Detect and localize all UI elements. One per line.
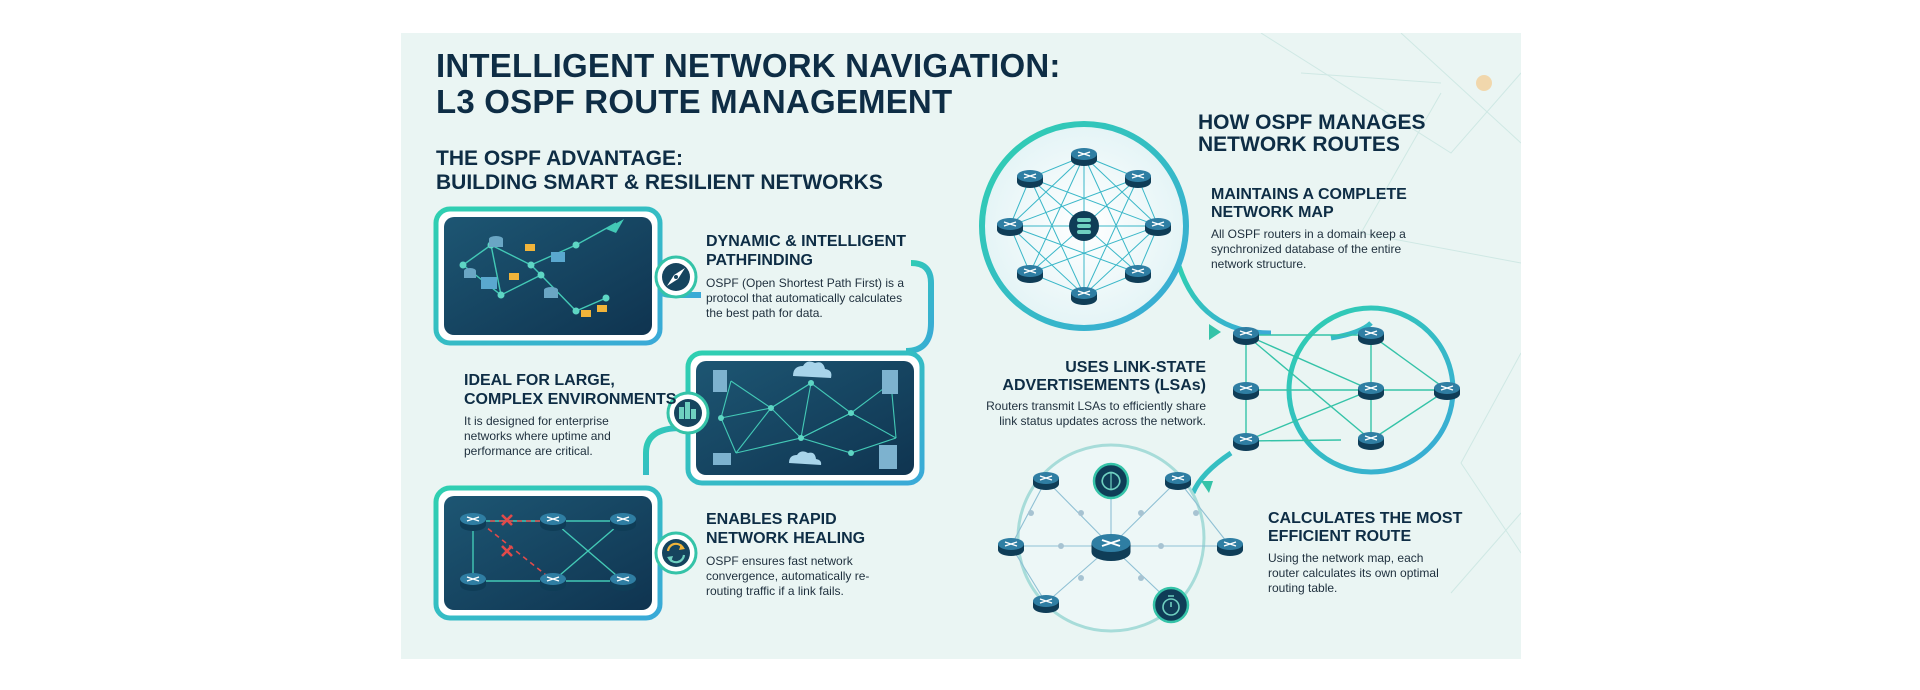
background-lines	[1260, 33, 1521, 594]
step-lsa-body: Routers transmit LSAs to efficiently sha…	[986, 399, 1206, 428]
refresh-icon-badge	[654, 531, 698, 575]
step-route-body: Using the network map, each router calcu…	[1268, 551, 1439, 595]
item-enterprise-title-line1: IDEAL FOR LARGE,	[464, 372, 615, 389]
step-lsa-title-line1: USES LINK-STATE	[1065, 359, 1206, 376]
item-healing-title-line1: ENABLES RAPID	[706, 511, 837, 528]
panel-enterprise	[685, 350, 925, 486]
step-route-title-line1: CALCULATES THE MOST	[1268, 510, 1463, 527]
lsa-bubble	[1232, 305, 1461, 475]
item-pathfinding-title-line2: PATHFINDING	[706, 252, 813, 269]
item-pathfinding-title-line1: DYNAMIC & INTELLIGENT	[706, 233, 906, 250]
item-healing-title-line2: NETWORK HEALING	[706, 530, 866, 547]
step-route-title-line2: EFFICIENT ROUTE	[1268, 528, 1412, 545]
stopwatch-icon	[1152, 586, 1190, 624]
city-icon-badge	[666, 391, 710, 435]
item-healing-body: OSPF ensures fast network convergence, a…	[706, 554, 870, 598]
diagram-graphics	[433, 33, 1521, 633]
main-title-line2: L3 OSPF ROUTE MANAGEMENT	[436, 83, 953, 120]
item-pathfinding-body: OSPF (Open Shortest Path First) is a pro…	[706, 276, 905, 320]
panel-healing	[433, 485, 663, 621]
route-calc-bubble	[997, 443, 1244, 633]
step-map-body: All OSPF routers in a domain keep a sync…	[1211, 227, 1406, 271]
step-map-title-line2: NETWORK MAP	[1211, 204, 1334, 221]
left-heading-line2: BUILDING SMART & RESILIENT NETWORKS	[436, 171, 883, 194]
right-heading-line1: HOW OSPF MANAGES	[1198, 111, 1426, 134]
right-connector-pipes	[1176, 265, 1373, 495]
decor-dot	[1476, 75, 1492, 91]
item-enterprise-title-line2: COMPLEX ENVIRONMENTS	[464, 391, 677, 408]
infographic-poster: INTELLIGENT NETWORK NAVIGATION: L3 OSPF …	[401, 33, 1521, 659]
compass-icon-badge	[654, 255, 698, 299]
main-title-line1: INTELLIGENT NETWORK NAVIGATION:	[436, 47, 1061, 84]
left-heading-line1: THE OSPF ADVANTAGE:	[436, 147, 683, 170]
step-map-title-line1: MAINTAINS A COMPLETE	[1211, 186, 1407, 203]
panel-pathfinding	[433, 206, 663, 346]
item-enterprise-body: It is designed for enterprise networks w…	[464, 414, 611, 458]
step-lsa-title-line2: ADVERTISEMENTS (LSAs)	[1002, 377, 1206, 394]
right-heading-line2: NETWORK ROUTES	[1198, 133, 1400, 156]
network-map-bubble	[979, 121, 1189, 331]
brain-icon	[1092, 462, 1130, 500]
